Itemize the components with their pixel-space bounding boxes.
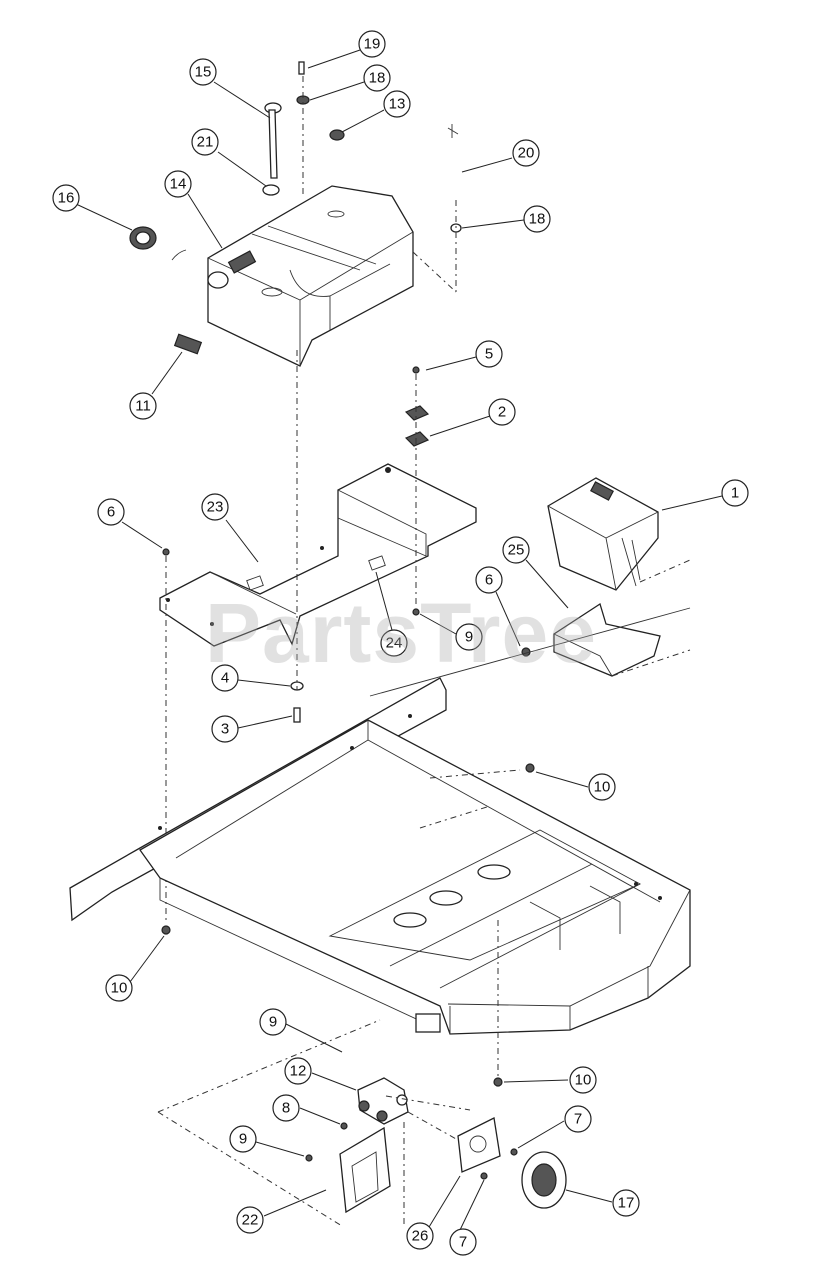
callout-9-solenoid[interactable]: 9 — [259, 1008, 287, 1036]
fuel-tank-hardware — [262, 61, 462, 293]
callout-7-bottom[interactable]: 7 — [449, 1228, 477, 1256]
bracket-clips — [404, 366, 430, 616]
callout-label: 11 — [135, 398, 151, 415]
callout-4[interactable]: 4 — [211, 664, 239, 692]
callout-label: 15 — [195, 64, 212, 81]
callout-16[interactable]: 16 — [52, 184, 80, 212]
callout-2[interactable]: 2 — [488, 398, 516, 426]
callout-label: 6 — [107, 504, 115, 521]
callout-5[interactable]: 5 — [475, 340, 503, 368]
callout-label: 14 — [170, 176, 187, 193]
callout-label: 10 — [111, 980, 128, 997]
callout-17[interactable]: 17 — [612, 1189, 640, 1217]
fuel-cap — [129, 226, 157, 250]
pulley — [521, 1151, 567, 1209]
callout-label: 7 — [459, 1234, 467, 1251]
callout-6-right[interactable]: 6 — [475, 566, 503, 594]
callout-label: 9 — [465, 629, 473, 646]
callout-18-top[interactable]: 18 — [363, 64, 391, 92]
callout-6-left[interactable]: 6 — [97, 498, 125, 526]
battery-leaders — [611, 559, 691, 677]
callout-21[interactable]: 21 — [191, 128, 219, 156]
callout-1[interactable]: 1 — [721, 479, 749, 507]
callout-25[interactable]: 25 — [502, 536, 530, 564]
callout-label: 16 — [58, 190, 75, 207]
callout-13[interactable]: 13 — [383, 90, 411, 118]
callout-19[interactable]: 19 — [358, 30, 386, 58]
mounting-bracket — [305, 1122, 391, 1214]
solenoid — [357, 1077, 409, 1125]
decal — [173, 333, 203, 355]
callout-label: 2 — [498, 404, 506, 421]
leader-lines — [75, 49, 723, 1233]
cap-tether — [171, 249, 187, 261]
callout-label: 13 — [389, 96, 406, 113]
callout-label: 23 — [207, 499, 224, 516]
callout-label: 22 — [242, 1212, 259, 1229]
callout-10-bottom[interactable]: 10 — [569, 1066, 597, 1094]
callout-12[interactable]: 12 — [284, 1057, 312, 1085]
frame-hardware — [161, 607, 691, 1087]
callout-label: 4 — [221, 670, 229, 687]
callout-7-top[interactable]: 7 — [564, 1105, 592, 1133]
callout-label: 7 — [574, 1111, 582, 1128]
callout-18-right[interactable]: 18 — [523, 205, 551, 233]
callout-3[interactable]: 3 — [211, 715, 239, 743]
callout-label: 9 — [269, 1014, 277, 1031]
callout-8[interactable]: 8 — [272, 1094, 300, 1122]
callout-label: 21 — [197, 134, 214, 151]
callout-label: 17 — [618, 1195, 635, 1212]
callout-15[interactable]: 15 — [189, 58, 217, 86]
callout-9-bracket[interactable]: 9 — [229, 1125, 257, 1153]
callout-22[interactable]: 22 — [236, 1206, 264, 1234]
callout-20[interactable]: 20 — [512, 139, 540, 167]
callout-label: 18 — [369, 70, 386, 87]
callout-10-frame[interactable]: 10 — [588, 773, 616, 801]
fuel-tank — [207, 185, 414, 367]
callout-label: 24 — [386, 635, 403, 652]
callout-label: 1 — [731, 485, 739, 502]
battery-box — [547, 477, 659, 591]
callout-label: 10 — [575, 1072, 592, 1089]
assembly-lines — [157, 1019, 471, 1227]
callout-14[interactable]: 14 — [164, 170, 192, 198]
callout-23[interactable]: 23 — [201, 493, 229, 521]
callout-label: 10 — [594, 779, 611, 796]
callout-label: 20 — [518, 145, 535, 162]
callout-label: 12 — [290, 1063, 307, 1080]
callout-label: 18 — [529, 211, 546, 228]
mounting-plate — [159, 463, 477, 647]
callout-9-plate[interactable]: 9 — [455, 623, 483, 651]
callout-11[interactable]: 11 — [129, 392, 157, 420]
callout-24[interactable]: 24 — [380, 629, 408, 657]
callout-10-left[interactable]: 10 — [105, 974, 133, 1002]
callout-label: 25 — [508, 542, 525, 559]
callout-label: 26 — [412, 1228, 429, 1245]
callout-label: 9 — [239, 1131, 247, 1148]
callout-label: 19 — [364, 36, 381, 53]
callout-label: 5 — [485, 346, 493, 363]
callout-label: 6 — [485, 572, 493, 589]
callout-label: 3 — [221, 721, 229, 738]
callout-26[interactable]: 26 — [406, 1222, 434, 1250]
main-frame — [69, 677, 691, 1035]
callout-label: 8 — [282, 1100, 290, 1117]
pulley-bracket — [457, 1117, 518, 1180]
